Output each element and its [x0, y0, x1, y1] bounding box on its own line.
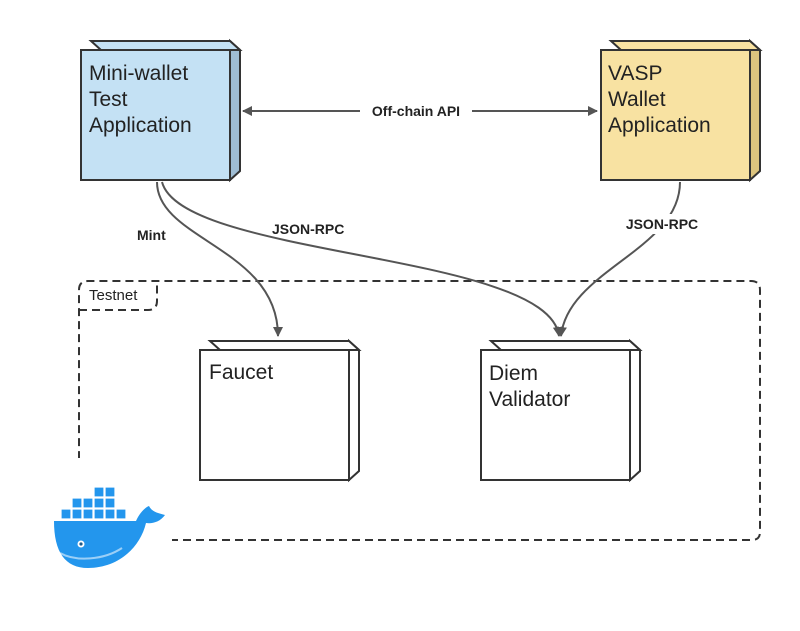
node-vasp-line-1: VASP: [608, 62, 662, 85]
testnet-label: Testnet: [89, 287, 138, 304]
node-validator-line-2: Validator: [489, 388, 570, 411]
edge-jsonrpc-miniwallet-label: JSON-RPC: [272, 221, 344, 237]
docker-whale-icon: [40, 458, 172, 590]
node-faucet-line-1: Faucet: [209, 361, 273, 384]
edge-mint-label: Mint: [137, 227, 166, 243]
testnet-tab: [79, 281, 158, 311]
node-vasp-line-3: Application: [608, 114, 711, 137]
edge-jsonrpc-miniwallet: JSON-RPC: [161, 181, 563, 337]
node-validator-line-1: Diem: [489, 362, 538, 385]
edge-jsonrpc-vasp-label: JSON-RPC: [626, 216, 698, 232]
node-vasp[interactable]: VASP Wallet Application: [600, 38, 763, 183]
node-validator[interactable]: Diem Validator: [480, 338, 643, 483]
edge-mint: Mint: [137, 181, 283, 337]
node-vasp-line-2: Wallet: [608, 88, 666, 111]
node-faucet[interactable]: Faucet: [199, 338, 362, 483]
node-miniwallet-line-3: Application: [89, 114, 192, 137]
edge-offchain-label: Off-chain API: [372, 103, 460, 119]
node-miniwallet[interactable]: Mini-wallet Test Application: [80, 38, 243, 183]
edge-offchain-api: Off-chain API: [242, 100, 598, 120]
testnet-frame: Testnet: [78, 280, 761, 541]
node-miniwallet-line-2: Test: [89, 88, 128, 111]
node-miniwallet-line-1: Mini-wallet: [89, 62, 188, 85]
edge-jsonrpc-vasp: JSON-RPC: [556, 181, 710, 337]
